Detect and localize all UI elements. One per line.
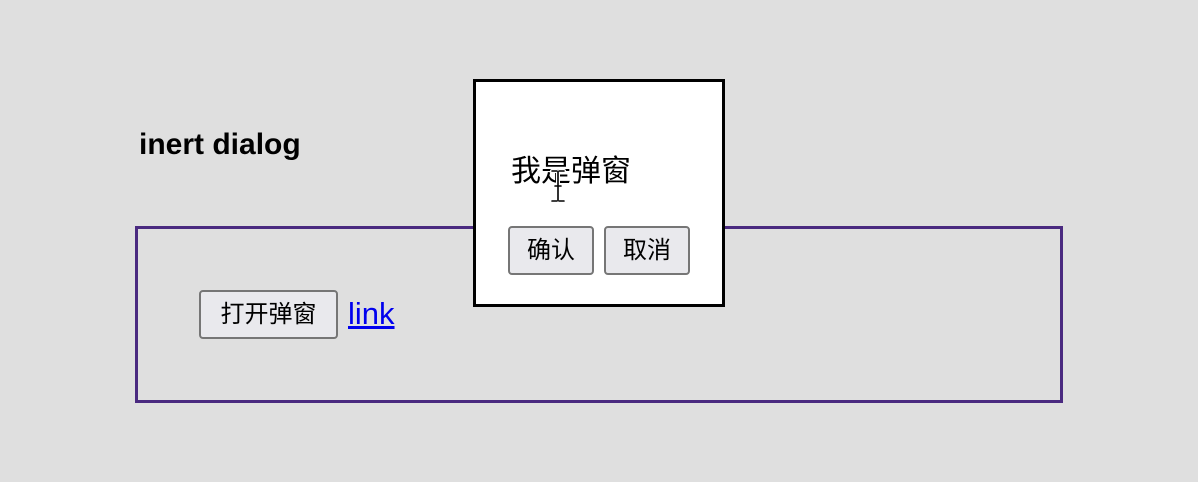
- confirm-button[interactable]: 确认: [508, 226, 594, 275]
- dialog-message: 我是弹窗: [511, 154, 631, 189]
- dialog: 我是弹窗 确认 取消: [473, 79, 725, 307]
- text-cursor-icon: [550, 169, 566, 203]
- page-title: inert dialog: [139, 128, 301, 161]
- cancel-button[interactable]: 取消: [604, 226, 690, 275]
- open-dialog-button[interactable]: 打开弹窗: [199, 290, 338, 339]
- link[interactable]: link: [348, 296, 395, 331]
